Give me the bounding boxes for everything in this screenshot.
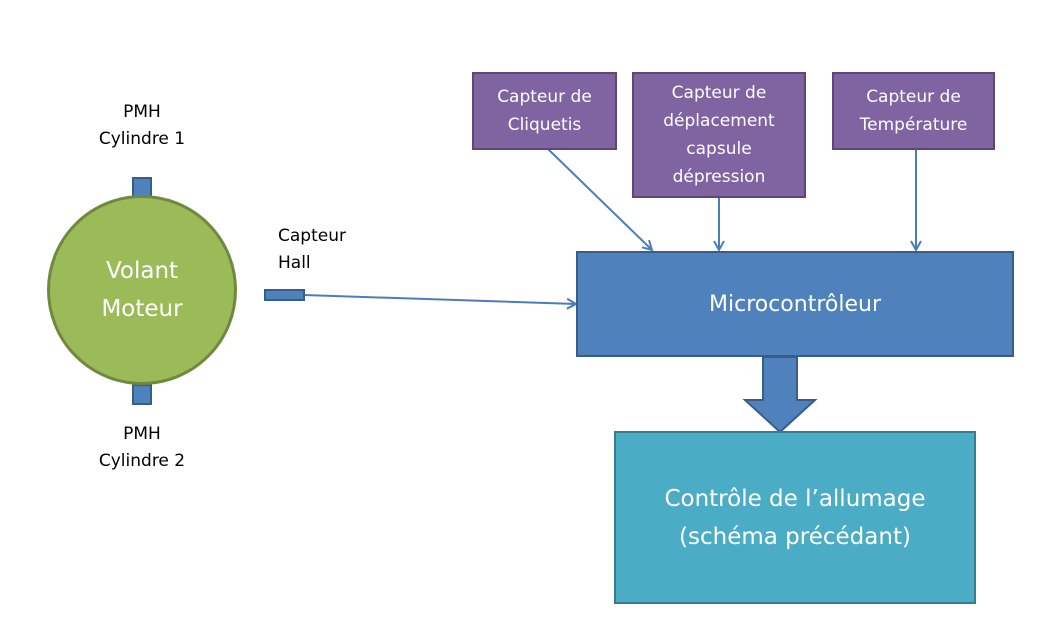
knock-sensor-label: Capteur de Cliquetis (497, 87, 592, 135)
flywheel-circle: Volant Moteur (47, 195, 237, 385)
temperature-sensor-box: Capteur de Température (832, 72, 995, 150)
hall-sensor-label: Capteur Hall (278, 226, 346, 273)
ignition-control-label: Contrôle de l’allumage (schéma précédant… (664, 485, 926, 550)
temperature-sensor-label: Capteur de Température (859, 87, 968, 135)
tdc-top-label: PMH Cylindre 1 (98, 102, 186, 149)
microcontroller-label: Microcontrôleur (709, 291, 881, 317)
hall-to-microcontroller-arrow (303, 294, 576, 304)
block-arrow-down (742, 356, 818, 434)
tdc-bottom-label: PMH Cylindre 2 (98, 424, 186, 471)
vacuum-sensor-box: Capteur de déplacement capsule dépressio… (632, 72, 806, 198)
flywheel-label: Volant Moteur (101, 258, 183, 322)
knock-sensor-arrow (547, 148, 652, 250)
ignition-control-box: Contrôle de l’allumage (schéma précédant… (614, 431, 976, 604)
tdc-marker-bottom (132, 384, 152, 405)
hall-sensor-block (264, 289, 305, 301)
microcontroller-box: Microcontrôleur (576, 251, 1014, 357)
vacuum-sensor-label: Capteur de déplacement capsule dépressio… (663, 83, 775, 187)
knock-sensor-box: Capteur de Cliquetis (472, 72, 617, 150)
